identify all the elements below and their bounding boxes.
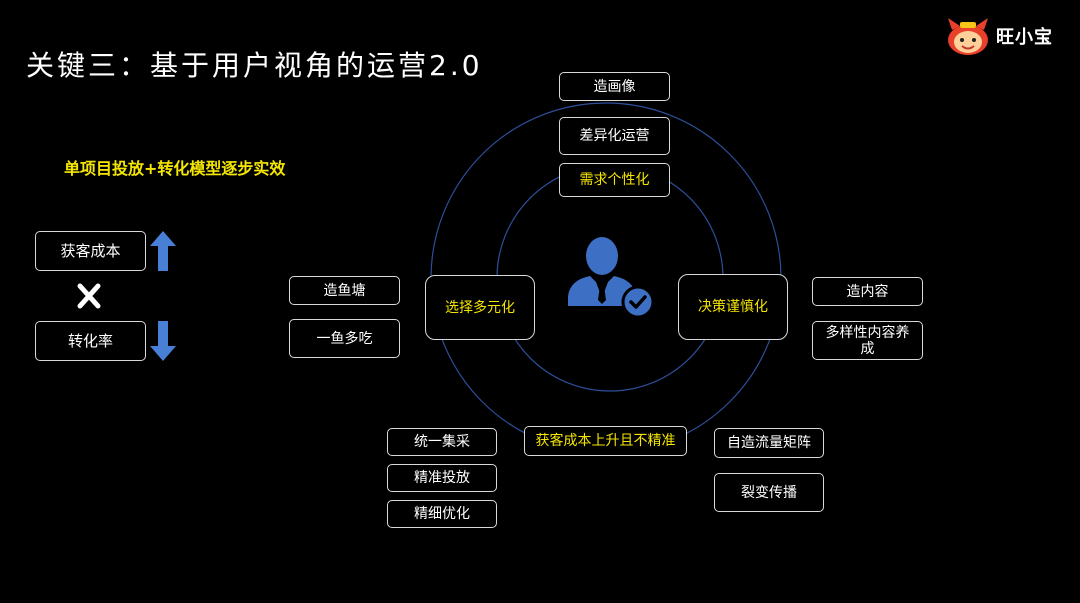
cost-box: 获客成本 (35, 231, 146, 271)
bottom-center-node: 获客成本上升且不精准 (524, 426, 687, 456)
section-subtitle: 单项目投放+转化模型逐步实效 (64, 159, 286, 178)
page-title: 关键三：基于用户视角的运营2.0 (26, 49, 483, 82)
arrow-down-icon (150, 321, 176, 361)
arrow-up-icon (150, 231, 176, 271)
rate-label: 转化率 (67, 332, 113, 350)
brand-logo: 旺小宝 (942, 14, 1072, 58)
decision-node: 决策谨慎化 (678, 274, 788, 340)
cross-icon (77, 283, 101, 309)
right-node: 造内容 (812, 277, 923, 306)
top-item-highlight: 需求个性化 (559, 163, 670, 197)
choice-node: 选择多元化 (425, 275, 535, 340)
mascot-logo-icon (948, 18, 988, 55)
top-item: 造画像 (559, 72, 670, 101)
bottom-right-item: 自造流量矩阵 (714, 428, 824, 458)
cost-label: 获客成本 (60, 242, 121, 260)
verified-user-icon (566, 236, 656, 320)
bottom-left-item: 精细优化 (387, 500, 497, 528)
bottom-right-item: 裂变传播 (714, 473, 824, 512)
left-node: 一鱼多吃 (289, 319, 400, 358)
right-node: 多样性内容养成 (812, 321, 923, 360)
bottom-left-item: 精准投放 (387, 464, 497, 492)
logo-text: 旺小宝 (996, 27, 1053, 48)
rate-box: 转化率 (35, 321, 146, 361)
bottom-left-item: 统一集采 (387, 428, 497, 456)
top-item: 差异化运营 (559, 117, 670, 155)
left-node: 造鱼塘 (289, 276, 400, 305)
